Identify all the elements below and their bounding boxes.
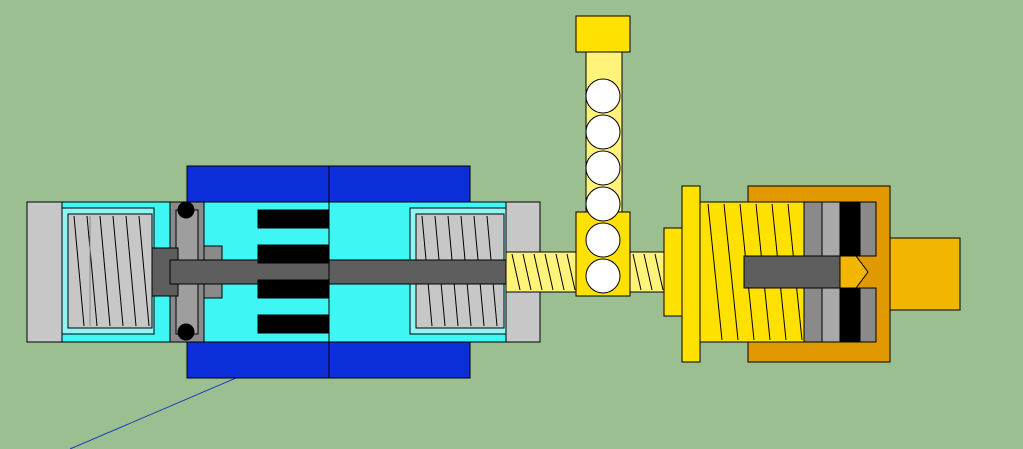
blue-housing-bottom-left [186,341,330,379]
left-spring-coil [86,215,98,327]
right-cylinder-spring [723,203,739,341]
black-slot [257,314,329,334]
shaft-thread [555,253,565,291]
output-block [889,237,961,311]
piston-top-band [821,201,841,257]
black-slot [257,279,329,299]
output-nose [839,255,869,289]
shaft-thread [643,253,653,291]
shaft-thread [654,253,664,291]
leader-line [69,377,237,449]
piston-top-seal [839,201,861,257]
piston-bottom-seal [839,287,861,343]
left-spring-coil [112,215,124,327]
blue-housing-bottom-right [328,341,471,379]
seal-ring-top [177,201,195,219]
ball [585,258,621,294]
seal-ring-bottom [177,323,195,341]
shaft-thread [511,253,521,291]
left-spring-block [67,213,153,329]
left-spring-coil [138,215,150,327]
shaft-thread [544,253,554,291]
black-slot [257,244,329,264]
blue-housing-top-left [186,165,330,203]
ball [585,78,621,114]
left-spring-coil [99,215,111,327]
ball [585,186,621,222]
ball [585,222,621,258]
ball [585,150,621,186]
ball [585,114,621,150]
left-end-cap [26,201,65,343]
right-cylinder-spring [707,203,723,341]
main-shaft [169,259,511,285]
shaft-thread [522,253,532,291]
left-spring-coil [125,215,137,327]
shaft-thread [566,253,576,291]
shaft-thread [533,253,543,291]
nut-collar-plate [681,185,701,363]
black-slot [257,209,329,229]
piston-bottom-band [821,287,841,343]
feed-tube-cap [575,15,631,53]
blue-housing-top-right [328,165,471,203]
piston-rod [743,255,841,289]
nut-collar-flange [663,227,685,317]
left-spring-coil [73,215,85,327]
shaft-thread [632,253,642,291]
